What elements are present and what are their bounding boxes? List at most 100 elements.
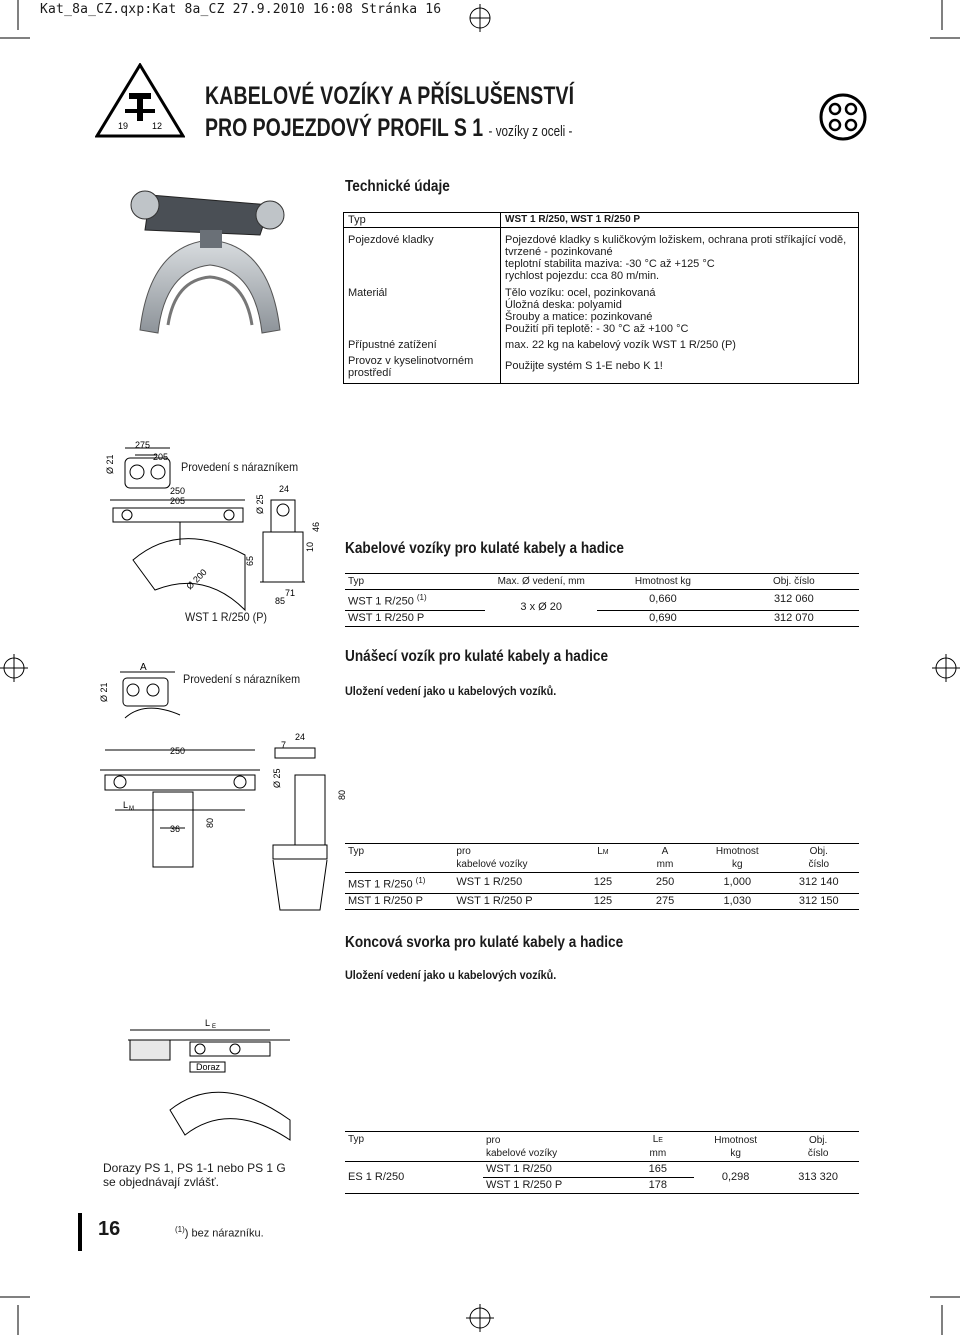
cell-typ: MST 1 R/250 (1) bbox=[348, 876, 426, 891]
table-row: MST 1 R/250 P WST 1 R/250 P 125 275 1,03… bbox=[345, 893, 859, 910]
trolley-photo bbox=[130, 190, 285, 334]
dim-80b: 80 bbox=[205, 818, 215, 828]
cell-a: 250 bbox=[655, 876, 675, 889]
table-row: WST 1 R/250 (1) 3 x Ø 20 0,660 312 060 bbox=[345, 589, 859, 627]
dim-205: 205 bbox=[153, 452, 168, 462]
footnote: (1)) bez nárazníku. bbox=[175, 1225, 264, 1240]
page-title: KABELOVÉ VOZÍKY A PŘÍSLUŠENSTVÍ bbox=[205, 82, 575, 110]
dim-36: 36 bbox=[170, 824, 180, 834]
table-header: Typ Max. Ø vedení, mm Hmotnost kg Obj. č… bbox=[345, 573, 859, 590]
cell-pro: WST 1 R/250 P bbox=[456, 894, 533, 907]
cell-pro: WST 1 R/250 bbox=[456, 876, 523, 889]
dim-le-e: E bbox=[212, 1024, 216, 1030]
cell-lm: 125 bbox=[593, 876, 613, 889]
cell-cislo: 312 070 bbox=[773, 611, 814, 624]
dim-205b: 205 bbox=[170, 496, 185, 506]
logo-num-right: 12 bbox=[152, 121, 162, 131]
th-hmotnost: Hmotnost kg bbox=[634, 576, 691, 587]
doraz-note: Dorazy PS 1, PS 1-1 nebo PS 1 G se objed… bbox=[103, 1161, 286, 1189]
dim-10: 10 bbox=[305, 542, 315, 552]
th-cislo: Obj.číslo bbox=[807, 1134, 829, 1159]
drawing-driver-small: A Ø 21 bbox=[99, 662, 181, 719]
drawing-driver-trolley: 250 24 7 Ø 25 80 L M 36 80 bbox=[100, 732, 347, 911]
dim-24-2: 24 bbox=[295, 732, 305, 742]
cell-hmotnost: 1,000 bbox=[723, 876, 752, 889]
cell-a: 275 bbox=[655, 894, 675, 907]
caption-buffer-1: Provedení s nárazníkem bbox=[181, 460, 299, 474]
dim-le-l: L bbox=[205, 1018, 210, 1028]
dim-65: 65 bbox=[245, 556, 255, 566]
cell-hmotnost: 0,690 bbox=[649, 611, 677, 624]
spec-row: Pojezdové kladky Pojezdové kladky s kuli… bbox=[342, 227, 859, 283]
dim-l: L bbox=[123, 800, 128, 810]
cell-typ: WST 1 R/250 (1) bbox=[348, 593, 427, 608]
logo-num-left: 19 bbox=[118, 121, 128, 131]
section1-heading: Kabelové vozíky pro kulaté kabely a hadi… bbox=[345, 540, 624, 557]
section1-table: Typ Max. Ø vedení, mm Hmotnost kg Obj. č… bbox=[345, 573, 859, 627]
dim-a: A bbox=[140, 662, 147, 673]
cell-hmotnost: 0,298 bbox=[693, 1161, 778, 1194]
table-row: WST 1 R/250 P 178 bbox=[345, 1178, 859, 1194]
logo-triangle: 19 12 bbox=[95, 63, 185, 138]
dim-80a: 80 bbox=[337, 790, 347, 800]
print-slug: Kat_8a_CZ.qxp:Kat 8a_CZ 27.9.2010 16:08 … bbox=[40, 2, 442, 17]
spec-value: Použijte systém S 1-E nebo K 1! bbox=[500, 352, 859, 384]
th-typ: Typ bbox=[348, 846, 365, 857]
th-cislo: Obj. číslo bbox=[772, 576, 815, 587]
dim-d21-2: Ø 21 bbox=[99, 682, 109, 702]
page-subtitle: PRO POJEZDOVÝ PROFIL S 1 - vozíky z ocel… bbox=[205, 114, 572, 143]
dim-46: 46 bbox=[311, 522, 321, 532]
tech-heading: Technické údaje bbox=[345, 178, 450, 195]
cell-shared: 3 x Ø 20 bbox=[485, 589, 598, 627]
cell-hmotnost: 1,030 bbox=[723, 894, 752, 907]
cell-lm: 125 bbox=[593, 894, 613, 907]
table-row: MST 1 R/250 (1) WST 1 R/250 125 250 1,00… bbox=[345, 873, 859, 894]
cell-cislo: 312 150 bbox=[798, 894, 839, 907]
drawing-cable-trolley: 275 205 Ø 21 250 205 24 Ø 25 46 10 65 Ø … bbox=[105, 440, 321, 612]
footer-rule bbox=[78, 1213, 82, 1251]
cell-pro: WST 1 R/250 bbox=[482, 1161, 622, 1178]
section3-subheading: Uložení vedení jako u kabelových vozíků. bbox=[345, 968, 557, 982]
section2-heading: Unášecí vozík pro kulaté kabely a hadice bbox=[345, 648, 609, 665]
spec-header-row: Typ WST 1 R/250, WST 1 R/250 P bbox=[342, 212, 859, 228]
cell-pro: WST 1 R/250 P bbox=[485, 1179, 563, 1191]
th-typ: Typ bbox=[348, 576, 365, 587]
dim-d25: Ø 25 bbox=[255, 494, 265, 514]
dim-275: 275 bbox=[135, 440, 150, 450]
spec-header-models: WST 1 R/250, WST 1 R/250 P bbox=[500, 212, 859, 228]
caption-buffer-2: Provedení s nárazníkem bbox=[183, 672, 301, 686]
cell-cislo: 312 060 bbox=[773, 593, 814, 606]
cell-typ: WST 1 R/250 P bbox=[348, 611, 425, 624]
section2-subheading: Uložení vedení jako u kabelových vozíků. bbox=[345, 684, 557, 698]
section3-heading: Koncová svorka pro kulaté kabely a hadic… bbox=[345, 934, 624, 951]
spec-label: Materiál bbox=[342, 283, 501, 336]
dim-85: 85 bbox=[275, 596, 285, 606]
cell-hmotnost: 0,660 bbox=[649, 593, 677, 606]
cell-cislo: 313 320 bbox=[777, 1161, 859, 1194]
cell-typ: ES 1 R/250 bbox=[345, 1161, 483, 1194]
dim-24: 24 bbox=[279, 484, 289, 494]
dim-250-2: 250 bbox=[170, 746, 185, 756]
page-number: 16 bbox=[98, 1218, 121, 1240]
dim-d25-2: Ø 25 bbox=[272, 768, 282, 788]
dim-71: 71 bbox=[285, 588, 295, 598]
label-doraz: Doraz bbox=[196, 1062, 221, 1072]
caption-model: WST 1 R/250 (P) bbox=[185, 610, 268, 624]
cable-icon bbox=[819, 93, 867, 141]
cell-le: 165 bbox=[621, 1161, 694, 1178]
cell-typ: MST 1 R/250 P bbox=[348, 894, 423, 907]
cell-cislo: 312 140 bbox=[798, 876, 839, 889]
dim-d21: Ø 21 bbox=[105, 454, 115, 474]
dim-m: M bbox=[129, 806, 134, 812]
cell-le: 178 bbox=[648, 1179, 668, 1191]
